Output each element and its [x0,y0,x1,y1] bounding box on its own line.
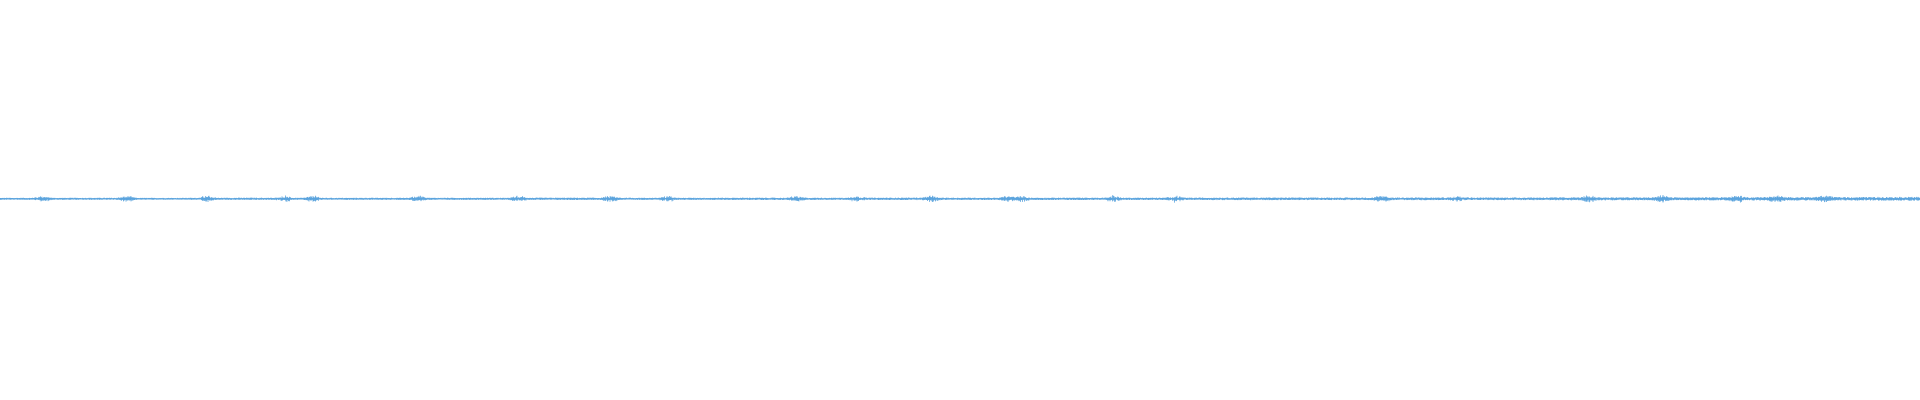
waveform-samples [0,194,1920,203]
